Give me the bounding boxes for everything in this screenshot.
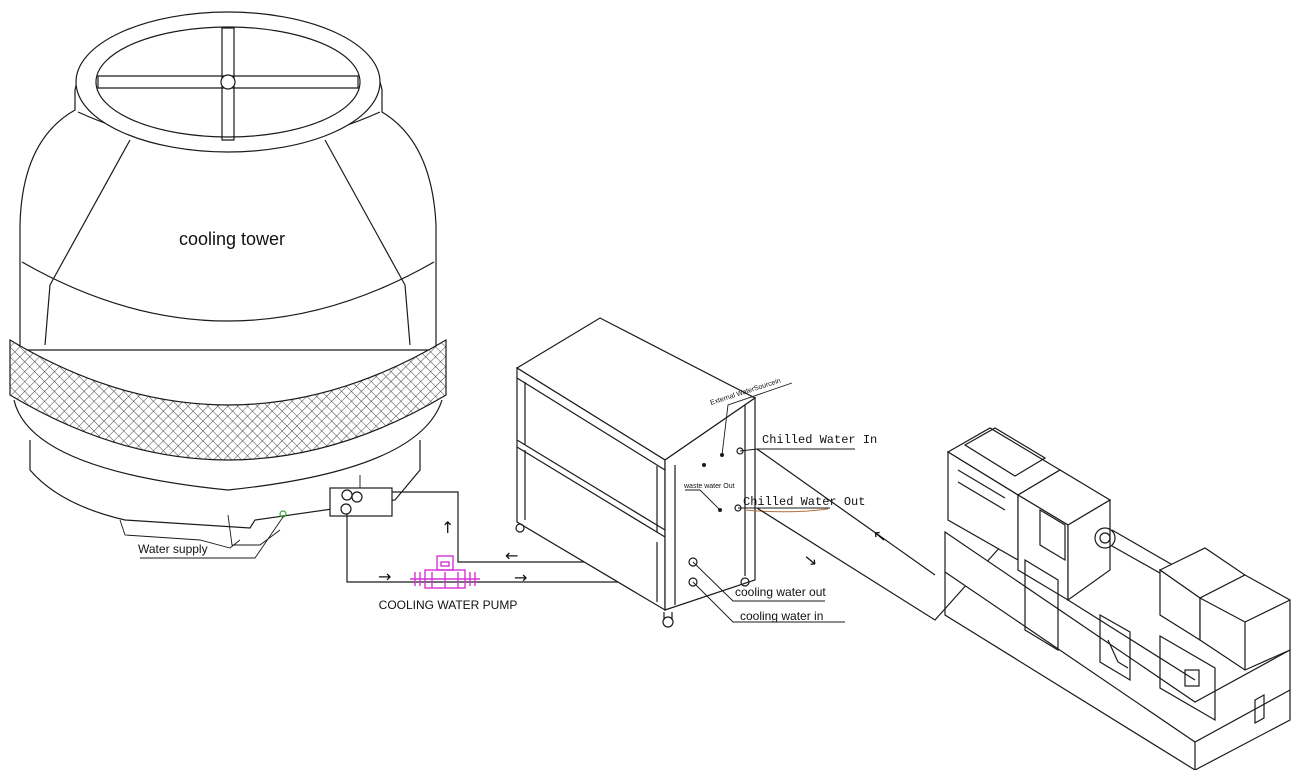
cooling-tower-label: cooling tower xyxy=(179,229,285,249)
fan-blades xyxy=(97,27,359,141)
tower-outlet-box xyxy=(329,487,393,517)
supply-pipe xyxy=(346,514,690,583)
injection-molding-machine xyxy=(944,427,1291,770)
arrow-left-icon: ← xyxy=(505,546,518,565)
chilled-water-out-underline xyxy=(744,508,829,513)
cooling-piping xyxy=(346,491,690,583)
chilled-water-in-label: Chilled Water In xyxy=(762,433,877,447)
tower-louver-band xyxy=(9,338,447,461)
chilled-piping xyxy=(756,448,1019,621)
cooling-tower: cooling tower Water supply xyxy=(9,11,447,559)
arrow-down-right-icon: → xyxy=(800,548,822,571)
arrow-right-icon: → xyxy=(378,567,391,586)
arrow-up-left-icon: ← xyxy=(869,524,891,547)
arrow-right-icon: → xyxy=(514,568,527,587)
cooling-water-out-port xyxy=(688,557,698,567)
cooling-water-pump-label: COOLING WATER PUMP xyxy=(379,598,518,612)
cooling-water-pump xyxy=(410,555,480,589)
chilled-water-out-label: Chilled Water Out xyxy=(743,495,865,509)
cooling-water-in-label: cooling water in xyxy=(740,609,823,623)
cooling-water-in-port xyxy=(688,577,698,587)
water-supply-label: Water supply xyxy=(138,542,208,556)
waste-water-out-label: waste water Out xyxy=(683,483,735,490)
arrow-up-icon: ↑ xyxy=(441,518,454,537)
tower-base xyxy=(29,440,421,529)
return-pipe xyxy=(392,491,690,563)
cooling-water-out-label: cooling water out xyxy=(735,585,826,599)
chiller-unit xyxy=(515,317,855,628)
